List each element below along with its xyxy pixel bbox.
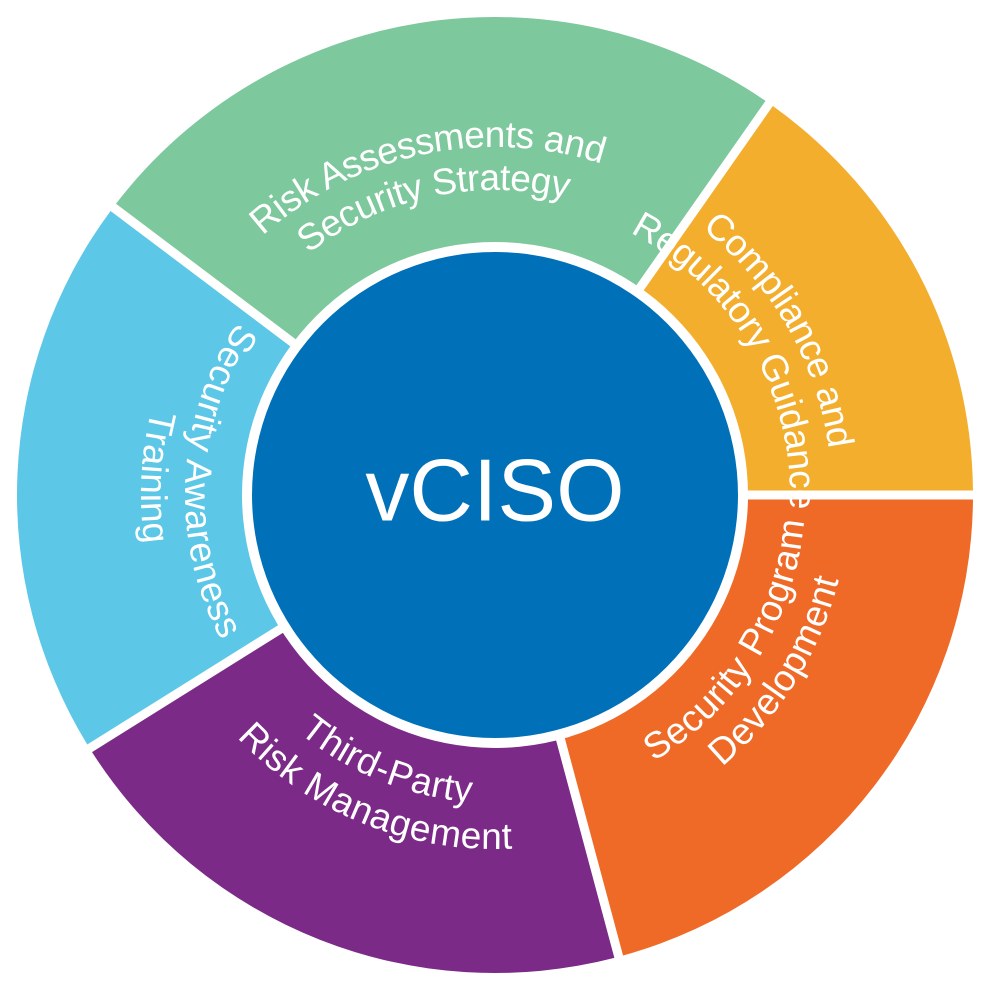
segments-layer — [16, 17, 973, 973]
center-label: vCISO — [365, 440, 624, 539]
center-hub: vCISO — [242, 242, 748, 748]
segment-security-awareness — [16, 210, 299, 745]
segment-third-party — [92, 627, 615, 973]
segment-security-program — [562, 499, 973, 956]
segment-risk-assessments — [115, 17, 766, 346]
center-hub-circle — [252, 252, 738, 738]
